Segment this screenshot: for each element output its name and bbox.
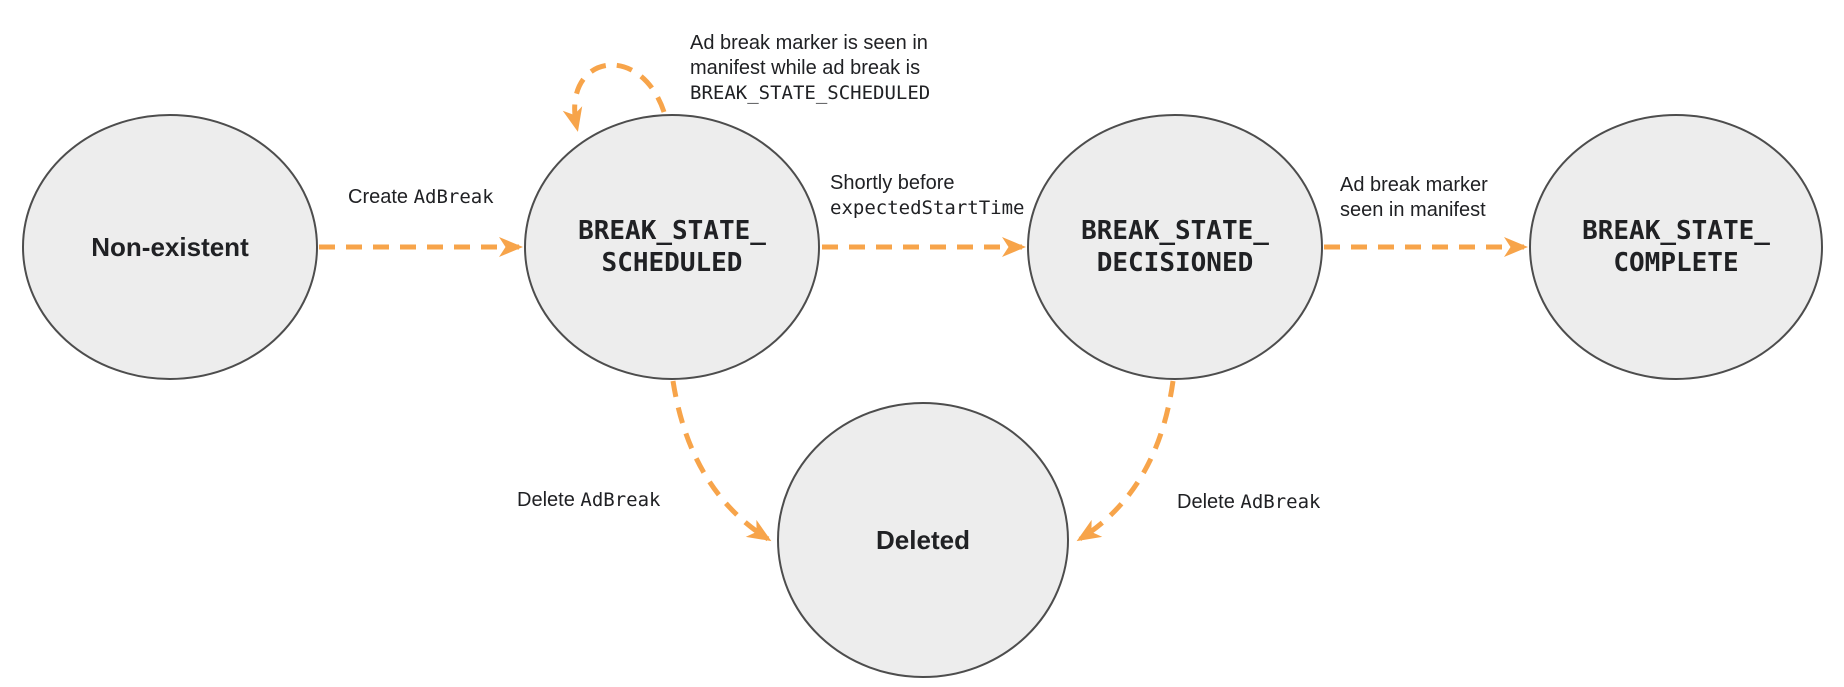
- state-label-scheduled: BREAK_STATE_ SCHEDULED: [578, 216, 766, 278]
- state-circle-non-existent: [22, 114, 318, 380]
- transition-label-delete-right: Delete AdBreak: [1177, 491, 1321, 513]
- transition-label-delete-left: Delete AdBreak: [517, 489, 661, 511]
- transition-label-create-adbreak: Create AdBreak: [348, 186, 494, 208]
- state-label-non-existent: Non-existent: [91, 232, 249, 262]
- transition-label-shortly-before: Shortly before expectedStartTime: [830, 172, 1025, 219]
- transition-label-self-loop: Ad break marker is seen in manifest whil…: [690, 32, 931, 104]
- transition-arrow-self-loop: [562, 62, 667, 132]
- state-label-complete: BREAK_STATE_ COMPLETE: [1582, 216, 1770, 278]
- state-circle-complete: [1529, 114, 1823, 380]
- state-circle-scheduled: [524, 114, 820, 380]
- state-label-decisioned: BREAK_STATE_ DECISIONED: [1081, 216, 1269, 278]
- state-label-deleted: Deleted: [876, 525, 970, 555]
- transition-label-marker-seen: Ad break marker seen in manifest: [1340, 174, 1488, 221]
- state-circle-deleted: [777, 402, 1069, 678]
- transition-arrow-delete-scheduled: [670, 380, 772, 542]
- transition-arrow-delete-decisioned: [1076, 380, 1176, 542]
- state-circle-decisioned: [1027, 114, 1323, 380]
